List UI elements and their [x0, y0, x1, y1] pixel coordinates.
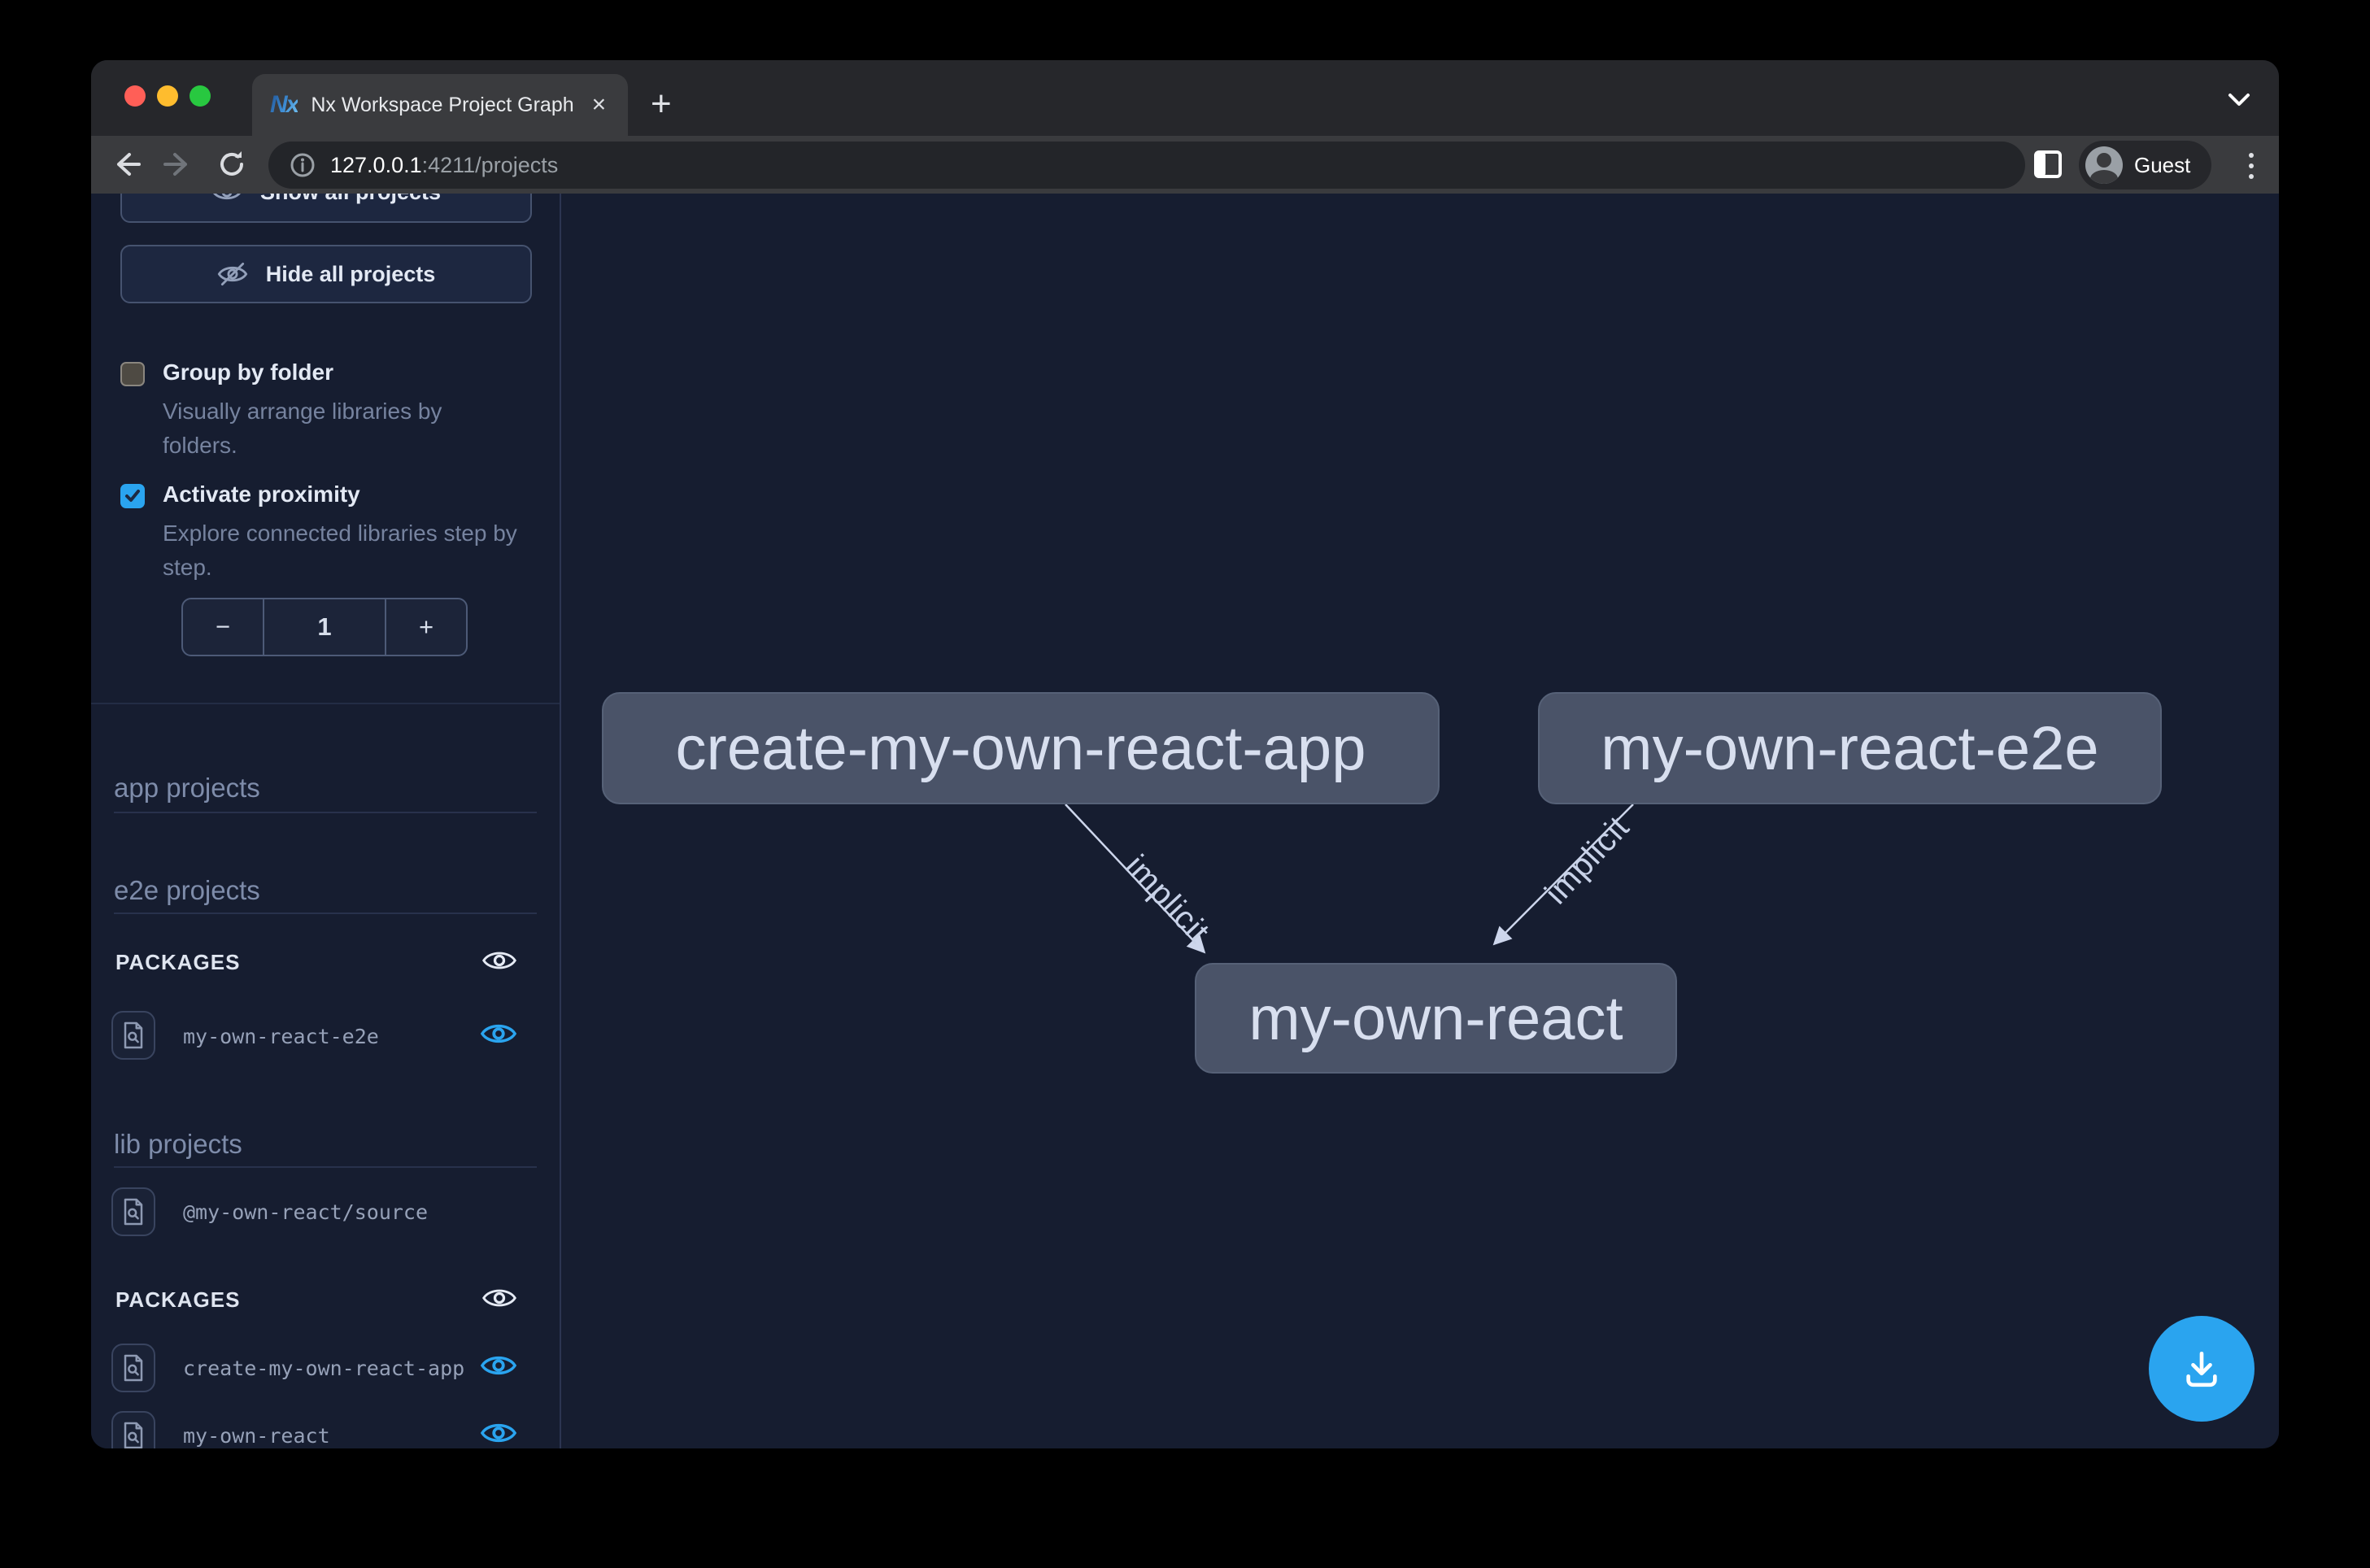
- project-visibility-eye-icon[interactable]: [480, 1418, 517, 1448]
- graph-node-create-my-own-react-app[interactable]: create-my-own-react-app: [602, 692, 1440, 804]
- download-graph-button[interactable]: [2149, 1316, 2255, 1422]
- project-name[interactable]: my-own-react-e2e: [183, 1025, 379, 1048]
- sidebar: Show all projects Hide all projects Grou…: [91, 194, 561, 1448]
- address-bar[interactable]: 127.0.0.1:4211/projects: [268, 142, 2025, 189]
- file-search-icon: [121, 1353, 146, 1383]
- back-button[interactable]: [107, 145, 146, 184]
- group-by-folder-checkbox[interactable]: [120, 362, 145, 386]
- proximity-stepper: − 1 +: [181, 598, 468, 656]
- browser-tab[interactable]: Nx Nx Workspace Project Graph ×: [252, 74, 628, 136]
- file-search-icon: [121, 1421, 146, 1448]
- browser-toolbar: 127.0.0.1:4211/projects Guest: [91, 136, 2279, 194]
- nx-favicon-icon: Nx: [270, 91, 298, 119]
- site-info-icon[interactable]: [290, 152, 316, 178]
- window-zoom-button[interactable]: [190, 85, 211, 107]
- side-panel-button[interactable]: [2030, 146, 2066, 186]
- window-close-button[interactable]: [124, 85, 146, 107]
- project-name[interactable]: @my-own-react/source: [183, 1200, 428, 1224]
- browser-window: Nx Nx Workspace Project Graph × + 127.0.…: [91, 60, 2279, 1448]
- project-name[interactable]: create-my-own-react-app: [183, 1357, 464, 1380]
- show-all-projects-label: Show all projects: [260, 194, 441, 205]
- tab-strip: Nx Nx Workspace Project Graph × +: [91, 60, 2279, 136]
- show-all-projects-button[interactable]: Show all projects: [120, 194, 532, 223]
- section-header-e2e-projects: e2e projects: [114, 875, 260, 906]
- project-graph-canvas[interactable]: implicit implicit create-my-own-react-ap…: [561, 194, 2279, 1448]
- graph-node-my-own-react-e2e[interactable]: my-own-react-e2e: [1538, 692, 2162, 804]
- group-by-folder-label: Group by folder: [163, 359, 333, 385]
- tab-close-icon[interactable]: ×: [587, 93, 612, 117]
- browser-menu-button[interactable]: [2233, 146, 2269, 185]
- project-visibility-eye-icon[interactable]: [480, 1351, 517, 1384]
- proximity-increment-button[interactable]: +: [385, 599, 466, 655]
- new-tab-button[interactable]: +: [651, 86, 672, 122]
- activate-proximity-checkbox[interactable]: [120, 484, 145, 508]
- tab-search-chevron-icon[interactable]: [2225, 91, 2253, 113]
- focus-project-button[interactable]: [111, 1344, 155, 1392]
- section-underline: [114, 1166, 537, 1168]
- hide-all-projects-button[interactable]: Hide all projects: [120, 245, 532, 303]
- eye-off-icon: [217, 261, 248, 287]
- section-header-app-projects: app projects: [114, 773, 260, 804]
- toggle-all-packages-eye-icon[interactable]: [481, 1284, 517, 1316]
- reload-button[interactable]: [212, 145, 251, 184]
- profile-button[interactable]: Guest: [2079, 141, 2211, 189]
- focus-project-button[interactable]: [111, 1187, 155, 1236]
- activate-proximity-description: Explore connected libraries step by step…: [163, 516, 553, 585]
- graph-node-my-own-react[interactable]: my-own-react: [1195, 963, 1677, 1074]
- section-header-lib-projects: lib projects: [114, 1129, 242, 1160]
- sidebar-divider: [91, 703, 561, 704]
- activate-proximity-label: Activate proximity: [163, 481, 360, 507]
- eye-icon: [211, 194, 242, 204]
- tab-title: Nx Workspace Project Graph: [311, 94, 573, 117]
- hide-all-projects-label: Hide all projects: [266, 262, 436, 287]
- forward-button[interactable]: [159, 145, 198, 184]
- graph-edges: [561, 194, 2279, 1448]
- group-by-folder-description: Visually arrange libraries by folders.: [163, 394, 504, 463]
- download-icon: [2179, 1346, 2224, 1392]
- proximity-decrement-button[interactable]: −: [183, 599, 264, 655]
- section-header-packages-e2e: PACKAGES: [115, 950, 240, 975]
- file-search-icon: [121, 1021, 146, 1050]
- toggle-all-packages-eye-icon[interactable]: [481, 947, 517, 978]
- check-icon: [124, 488, 142, 504]
- avatar: [2085, 146, 2123, 184]
- url-text: 127.0.0.1:4211/projects: [330, 153, 558, 178]
- project-name[interactable]: my-own-react: [183, 1424, 330, 1448]
- window-minimize-button[interactable]: [157, 85, 178, 107]
- page-content: Show all projects Hide all projects Grou…: [91, 194, 2279, 1448]
- section-underline: [114, 912, 537, 914]
- project-visibility-eye-icon[interactable]: [480, 1019, 517, 1052]
- profile-label: Guest: [2134, 153, 2190, 178]
- focus-project-button[interactable]: [111, 1011, 155, 1060]
- section-underline: [114, 812, 537, 813]
- focus-project-button[interactable]: [111, 1411, 155, 1448]
- file-search-icon: [121, 1197, 146, 1226]
- proximity-value: 1: [264, 599, 385, 655]
- section-header-packages-lib: PACKAGES: [115, 1287, 240, 1313]
